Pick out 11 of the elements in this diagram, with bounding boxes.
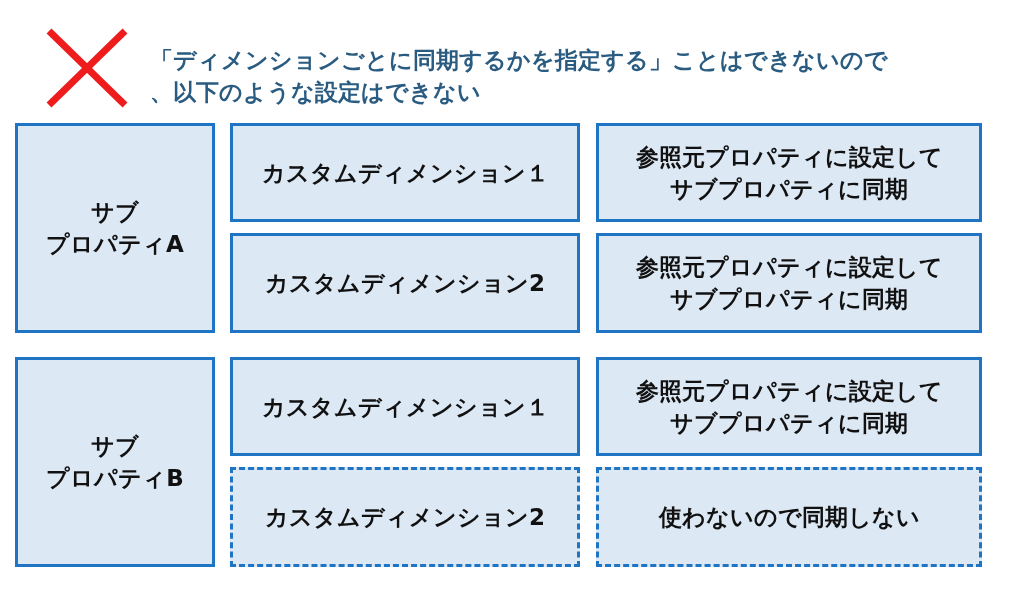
label-box: カスタムディメンション１ <box>230 123 580 222</box>
group-box: サブプロパティB <box>15 357 215 567</box>
label-box: カスタムディメンション１ <box>230 357 580 456</box>
description-box: 参照元プロパティに設定してサブプロパティに同期 <box>596 123 982 222</box>
description-box: 使わないので同期しない <box>596 467 982 567</box>
label-box: カスタムディメンション2 <box>230 467 580 567</box>
label-box: カスタムディメンション2 <box>230 233 580 333</box>
description-box: 参照元プロパティに設定してサブプロパティに同期 <box>596 233 982 333</box>
description-box: 参照元プロパティに設定してサブプロパティに同期 <box>596 357 982 456</box>
heading: 「ディメンションごとに同期するかを指定する」ことはできないので、以下のような設定はできない <box>150 46 889 107</box>
group-box: サブプロパティA <box>15 123 215 333</box>
